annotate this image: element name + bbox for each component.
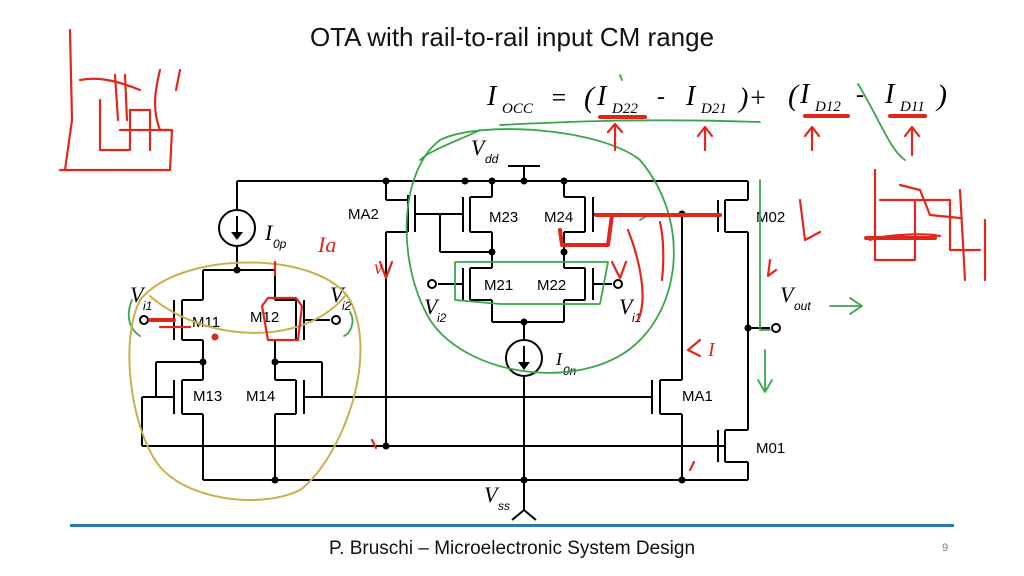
m24-label: M24 bbox=[544, 209, 573, 226]
circuit-labels: V dd V ss V out I 0p I 0n V i1 V i2 V i2… bbox=[130, 135, 811, 513]
green-annotations bbox=[127, 74, 906, 393]
eq-term-1-sub: D22 bbox=[611, 101, 638, 117]
ma2-label: MA2 bbox=[348, 206, 379, 223]
vout-label-sub: out bbox=[794, 299, 811, 313]
vss-label-sub: ss bbox=[498, 499, 510, 513]
note-ia: Ia bbox=[317, 232, 336, 257]
vi2-right-label: V bbox=[424, 294, 440, 319]
vdd-label: V bbox=[471, 135, 487, 160]
eq-term-1: I bbox=[596, 81, 608, 112]
eq-open-paren-1: ( bbox=[584, 81, 596, 114]
vi2-left-label-sub: i2 bbox=[342, 299, 352, 313]
ma1-label: MA1 bbox=[682, 388, 713, 405]
eq-minus-1: - bbox=[657, 84, 665, 110]
circuit-wires bbox=[139, 165, 781, 521]
eq-minus-2: - bbox=[856, 82, 864, 108]
vi1-left-label-sub: i1 bbox=[143, 299, 152, 313]
m14-label: M14 bbox=[246, 388, 275, 405]
vdd-label-sub: dd bbox=[485, 152, 499, 166]
note-arrow-v: v bbox=[374, 257, 383, 279]
i0p-label: I bbox=[264, 220, 274, 245]
vi1-right-label-sub: i1 bbox=[632, 311, 641, 325]
red-annotations bbox=[58, 28, 987, 472]
eq-close-paren-2: ) bbox=[935, 79, 947, 112]
current-source-i0p bbox=[218, 209, 256, 247]
footer-text: P. Bruschi – Microelectronic System Desi… bbox=[328, 538, 696, 559]
footer-rule bbox=[70, 524, 954, 527]
eq-term-2: I bbox=[685, 81, 697, 112]
note-i: I bbox=[707, 339, 716, 361]
vss-label: V bbox=[484, 482, 500, 507]
slide-title: OTA with rail-to-rail input CM range bbox=[309, 22, 715, 52]
slide-number: 9 bbox=[941, 542, 949, 554]
eq-close-plus: )+ bbox=[737, 83, 767, 114]
vout-label: V bbox=[780, 282, 796, 307]
yellow-annotation bbox=[128, 261, 362, 501]
vi2-right-label-sub: i2 bbox=[437, 311, 447, 325]
current-source-i0n bbox=[505, 339, 543, 377]
eq-equals: = bbox=[550, 83, 568, 112]
vi1-left-label: V bbox=[130, 282, 146, 307]
eq-term-4-sub: D11 bbox=[899, 99, 925, 115]
m13-label: M13 bbox=[193, 388, 222, 405]
m01-label: M01 bbox=[756, 440, 785, 457]
i0n-label: I bbox=[555, 349, 563, 369]
eq-term-3-sub: D12 bbox=[814, 99, 841, 115]
m21-label: M21 bbox=[484, 277, 513, 294]
eq-lhs-sub: OCC bbox=[502, 101, 534, 117]
i0p-label-sub: 0p bbox=[273, 237, 287, 251]
eq-term-2-sub: D21 bbox=[700, 101, 727, 117]
handwritten-notes: Ia v I bbox=[317, 232, 716, 361]
m02-label: M02 bbox=[756, 209, 785, 226]
eq-lhs: I bbox=[486, 81, 498, 112]
vi1-right-label: V bbox=[619, 294, 635, 319]
equation: I OCC = ( I D22 - I D21 )+ ( I D12 - I D… bbox=[486, 79, 947, 117]
eq-term-4: I bbox=[884, 79, 896, 110]
eq-open-paren-2: ( bbox=[788, 79, 800, 112]
m22-label: M22 bbox=[537, 277, 566, 294]
eq-term-3: I bbox=[799, 79, 811, 110]
m23-label: M23 bbox=[489, 209, 518, 226]
